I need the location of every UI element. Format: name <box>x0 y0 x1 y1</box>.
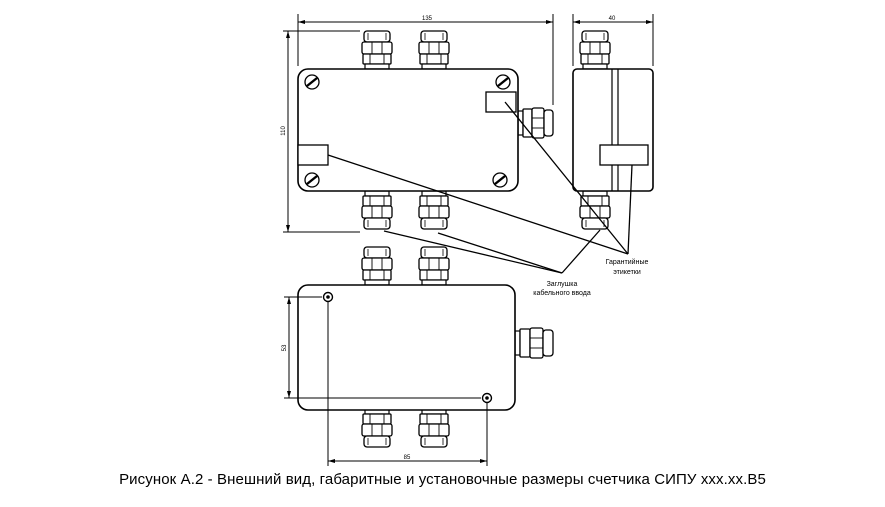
front-view <box>297 30 554 230</box>
warranty-label-side <box>599 144 649 166</box>
cable-gland-side <box>517 107 554 139</box>
side-view <box>572 30 654 230</box>
leader-lines <box>327 101 633 274</box>
warranty-label-front-left <box>297 144 329 166</box>
screw-bottom-left <box>303 171 321 189</box>
dimension-label-53: 53 <box>282 344 288 351</box>
cable-gland-top-right <box>418 30 450 70</box>
dimension-label-40: 40 <box>609 16 616 22</box>
dimension-label-85: 85 <box>404 455 411 461</box>
cable-gland-bottomview-bottom-left <box>361 408 393 448</box>
dimension-height-front: 110 <box>281 30 360 233</box>
cable-gland-bottomview-bottom-right <box>418 408 450 448</box>
callout-plug-line2: кабельного ввода <box>533 289 591 297</box>
housing-front <box>297 68 519 192</box>
dimension-width-side: 40 <box>572 14 654 66</box>
cable-gland-bottomview-top-right <box>418 246 450 286</box>
dimension-height-bottom: 53 <box>282 296 481 399</box>
cable-gland-bottom-left <box>361 190 393 230</box>
screw-bottom-right <box>491 171 509 189</box>
mount-hole-top-left <box>322 291 334 303</box>
cable-gland-side-top <box>579 30 611 70</box>
mount-hole-bottom-right <box>481 392 493 404</box>
dimension-mount-distance: 85 <box>327 302 488 466</box>
housing-bottom <box>297 284 516 411</box>
dimension-width-front: 135 <box>297 14 554 105</box>
housing-side <box>572 68 654 192</box>
callout-warranty-line1: Гарантийные <box>606 258 649 266</box>
figure-caption: Рисунок А.2 - Внешний вид, габаритные и … <box>119 471 766 488</box>
callout-warranty-line2: этикетки <box>613 269 641 276</box>
cable-gland-bottomview-top-left <box>361 246 393 286</box>
dimension-label-135: 135 <box>422 16 433 22</box>
callout-plug-line1: Заглушка <box>547 281 578 288</box>
cable-gland-bottom-right <box>418 190 450 230</box>
screw-top-left <box>303 73 321 91</box>
bottom-view <box>297 246 554 448</box>
cable-gland-top-left <box>361 30 393 70</box>
cable-gland-bottomview-side <box>514 327 554 359</box>
screw-top-right <box>494 73 512 91</box>
dimension-label-110: 110 <box>281 126 287 136</box>
cable-gland-side-bottom <box>579 190 611 230</box>
